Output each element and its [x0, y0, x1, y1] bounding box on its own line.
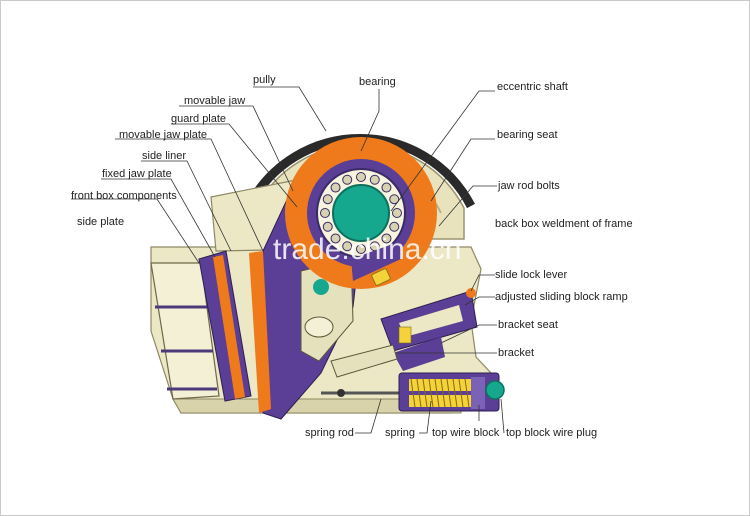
bearing-roller [320, 208, 330, 218]
label-fixed-jaw-plate: fixed jaw plate [102, 168, 172, 180]
label-top-wire-block: top wire block [432, 427, 500, 439]
label-back-box-weldment: back box weldment of frame [495, 218, 633, 230]
leader-front-box-components [71, 198, 200, 264]
leader-slide-lock-lever [470, 274, 495, 292]
label-side-plate: side plate [77, 216, 124, 228]
bearing-roller [356, 244, 366, 254]
spring-coil [428, 378, 434, 408]
leader-jaw-rod-bolts [438, 185, 497, 227]
top-wire-block-shape [471, 377, 485, 409]
label-movable-jaw-plate: movable jaw plate [119, 129, 207, 141]
label-bearing: bearing [359, 76, 396, 88]
label-spring-rod: spring rod [305, 427, 354, 439]
leader-bracket-seat [440, 324, 497, 344]
leader-eccentric-shaft [390, 90, 495, 212]
jaw-hole [304, 316, 334, 338]
label-bracket: bracket [498, 347, 534, 359]
leader-spring-rod [355, 398, 382, 434]
bearing-roller [330, 182, 341, 193]
label-bearing-seat: bearing seat [497, 129, 558, 141]
front-box-components [150, 262, 220, 400]
leader-bearing [360, 89, 380, 152]
bearing-roller [389, 221, 400, 232]
label-slide-lock-lever: slide lock lever [495, 269, 567, 281]
side-liner-shape [213, 255, 245, 399]
bracket-seat-shape [393, 337, 445, 371]
bearing-roller [392, 208, 402, 218]
ramp-wedge [398, 326, 412, 344]
lever-pin [466, 288, 476, 298]
eccentric-shaft-assembly [285, 137, 437, 289]
label-spring: spring [385, 427, 415, 439]
bearing-roller [342, 241, 353, 252]
bearing-roller [330, 233, 341, 244]
label-pully: pully [253, 74, 276, 86]
leader-guard-plate [171, 123, 298, 208]
bearing-roller [322, 221, 333, 232]
slide-lock-lever-arm [351, 241, 401, 281]
leader-fixed-jaw-plate [101, 178, 216, 258]
spring-coil [464, 378, 470, 408]
side-plate-shape [150, 262, 220, 400]
spring-coils [410, 378, 470, 408]
label-top-block-wire-plug: top block wire plug [506, 427, 597, 439]
ramp-slot [399, 305, 463, 337]
leader-lines [71, 86, 505, 434]
leader-adjusted-sliding-block-ramp [464, 296, 495, 306]
label-movable-jaw: movable jaw [184, 95, 245, 107]
label-guard-plate: guard plate [171, 113, 226, 125]
label-front-box-components: front box components [71, 190, 177, 202]
spring-assembly [321, 372, 505, 412]
frame-base [172, 398, 462, 414]
spring-coil [422, 378, 428, 408]
watermark: trade.china.cn [273, 233, 461, 266]
bearing-rollers [320, 172, 402, 254]
eccentric-shaft-core [332, 184, 390, 242]
spring-coil [446, 378, 452, 408]
fixed-jaw-assembly [198, 250, 252, 402]
spring-coil [434, 378, 440, 408]
leader-side-liner [141, 160, 232, 252]
bearing-roller [322, 194, 333, 205]
spring-coil [410, 378, 416, 408]
label-eccentric-shaft: eccentric shaft [497, 81, 568, 93]
label-side-liner: side liner [142, 150, 186, 162]
label-jaw-rod-bolts: jaw rod bolts [497, 180, 560, 192]
leader-movable-jaw [179, 105, 294, 192]
bracket-toggle-plate [330, 344, 398, 378]
leader-bearing-seat [430, 138, 495, 202]
bearing-roller [356, 172, 366, 182]
bearing-roller [381, 233, 392, 244]
spring-rod-pin [337, 389, 345, 397]
toggle-assembly [330, 241, 478, 378]
leader-pully [253, 86, 327, 132]
bearing-roller [369, 174, 380, 185]
spring-coil [458, 378, 464, 408]
slide-lock-block [371, 268, 391, 286]
labels: pully bearing movable jaw eccentric shaf… [71, 74, 633, 439]
label-adjusted-sliding-block-ramp: adjusted sliding block ramp [495, 291, 628, 303]
spring-coil [440, 378, 446, 408]
spring-coil [452, 378, 458, 408]
top-block-wire-plug-shape [485, 380, 505, 400]
spring-coil [416, 378, 422, 408]
jaw-bore [313, 279, 329, 295]
bearing-roller [389, 194, 400, 205]
bearing-roller [381, 182, 392, 193]
label-bracket-seat: bracket seat [498, 319, 558, 331]
leader-spring [419, 400, 432, 434]
leader-movable-jaw-plate [115, 138, 264, 252]
bearing-roller [342, 174, 353, 185]
movable-jaw-plate-shape [249, 251, 271, 413]
leader-top-block-wire-plug [500, 398, 505, 434]
